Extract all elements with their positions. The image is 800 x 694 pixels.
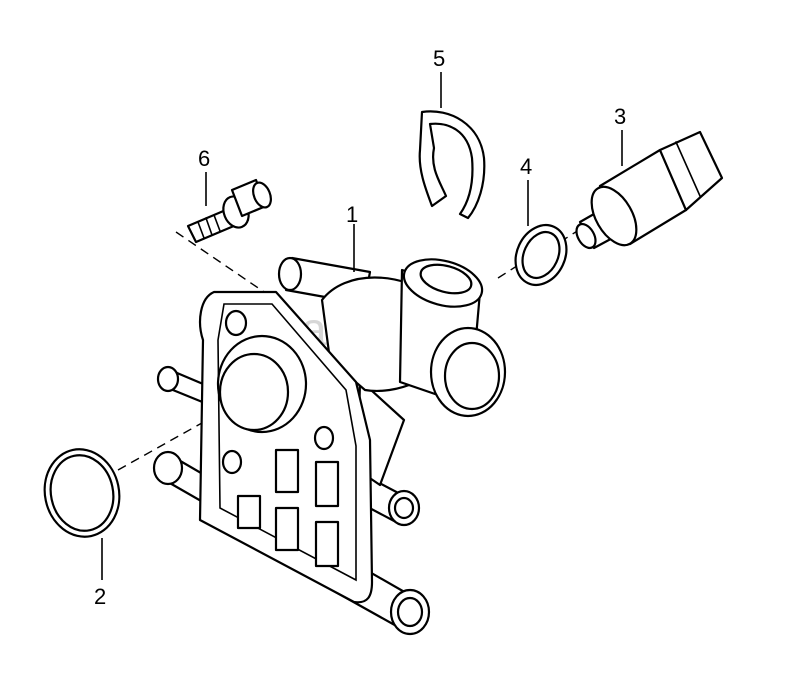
o-ring-inner: [49, 454, 115, 532]
sensor-tip-end: [575, 222, 597, 250]
bolt-alignment-line: [175, 231, 271, 297]
callout-1: 1: [346, 202, 358, 227]
callout-6: 6: [198, 146, 210, 171]
callout-5: 5: [433, 46, 445, 71]
temperature-sensor: [575, 130, 724, 250]
sensor-collar: [590, 185, 638, 247]
right-small-pipe-bore: [393, 496, 415, 520]
mounting-bolt: [186, 178, 272, 244]
flange-lattice: [236, 448, 340, 568]
lattice-cell: [314, 520, 340, 568]
callout-4: 4: [520, 154, 532, 179]
bolt-thread: [197, 214, 221, 239]
coolant-flange-housing: [152, 256, 507, 636]
callout-2: 2: [94, 584, 106, 609]
large-outlet-pipe-bore: [443, 341, 501, 411]
flange-hole-top: [224, 309, 248, 337]
lattice-cell: [314, 460, 340, 508]
callout-3: 3: [614, 104, 626, 129]
bolt-head-face: [252, 181, 272, 209]
flange-inner-rim: [217, 303, 357, 582]
lattice-cell: [236, 494, 262, 530]
lattice-cell: [274, 448, 300, 494]
top-pipe-end: [277, 256, 303, 292]
retaining-clip: [418, 110, 486, 220]
lower-right-pipe-bore: [396, 596, 424, 628]
lower-left-pipe-end: [152, 450, 184, 486]
flange-inlet-bore: [218, 352, 290, 432]
connector-seam: [675, 141, 701, 197]
large-o-ring: [43, 448, 121, 538]
lattice-cell: [274, 506, 300, 552]
flange-hole-right: [313, 425, 335, 451]
sensor-boss-bore: [419, 263, 473, 295]
small-o-ring-inner: [521, 230, 561, 280]
small-o-ring: [514, 224, 568, 286]
flange-hole-left: [221, 449, 243, 475]
left-small-pipe-end: [156, 365, 180, 393]
clip-shape: [418, 110, 486, 220]
sensor-connector: [658, 130, 724, 212]
